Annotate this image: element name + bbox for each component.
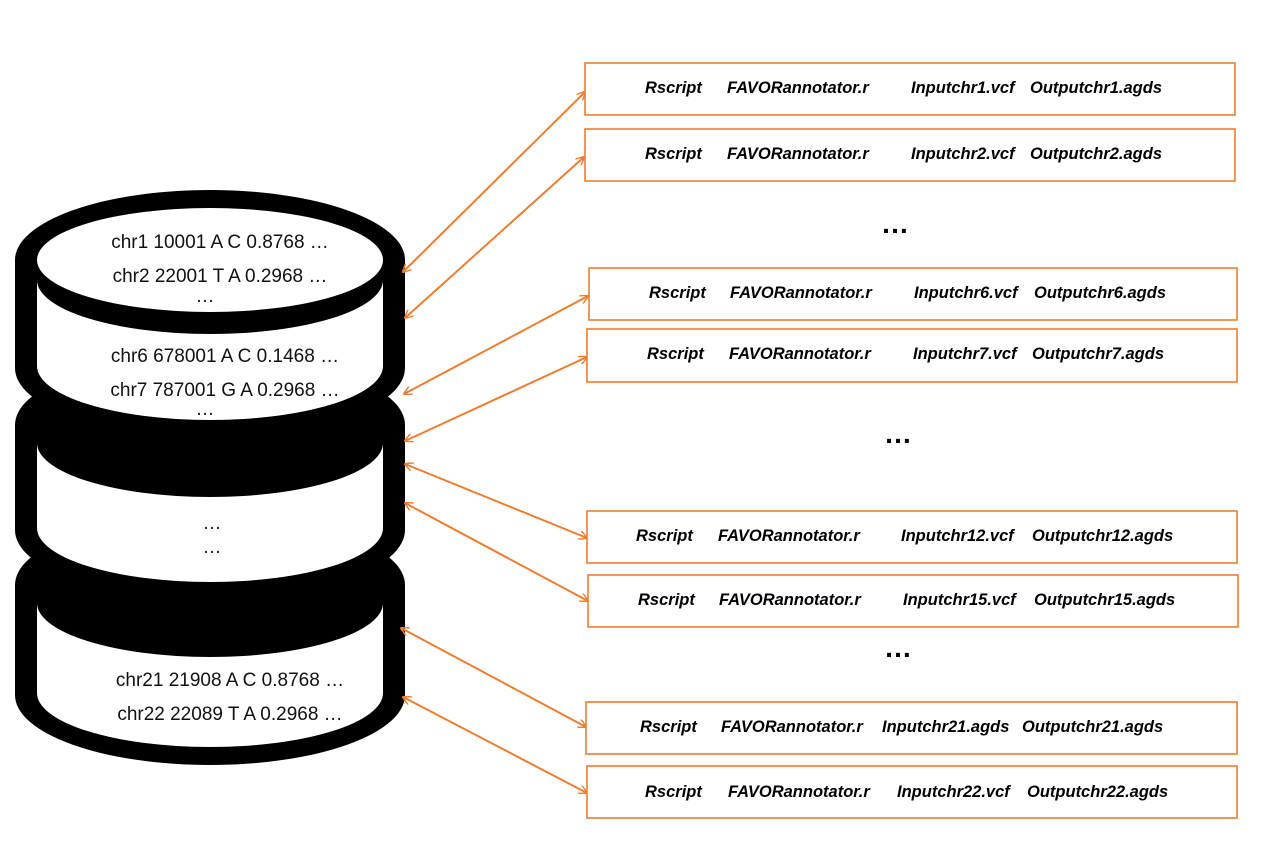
arrow-chr21 bbox=[401, 628, 586, 727]
cmd-rscript: Rscript bbox=[645, 79, 703, 97]
commands-ellipsis-1: … bbox=[881, 208, 909, 239]
arrow-chr22 bbox=[403, 697, 587, 793]
cmd-output: Outputchr21.agds bbox=[1022, 718, 1163, 736]
cmd-input: Inputchr1.vcf bbox=[911, 79, 1016, 97]
cmd-rscript: Rscript bbox=[645, 783, 703, 801]
commands-ellipsis-3: … bbox=[884, 632, 912, 663]
command-box-chr2: Rscript FAVORannotator.r Inputchr2.vcf O… bbox=[584, 128, 1236, 182]
command-box-chr21: Rscript FAVORannotator.r Inputchr21.agds… bbox=[585, 701, 1238, 755]
cmd-output: Outputchr6.agds bbox=[1034, 284, 1166, 302]
cmd-script: FAVORannotator.r bbox=[728, 783, 871, 801]
command-box-chr15: Rscript FAVORannotator.r Inputchr15.vcf … bbox=[587, 574, 1239, 628]
cmd-output: Outputchr15.agds bbox=[1034, 591, 1175, 609]
db-ellipsis-4: … bbox=[203, 537, 222, 558]
db-ellipsis-2: … bbox=[196, 399, 215, 420]
cmd-rscript: Rscript bbox=[645, 145, 703, 163]
cmd-rscript: Rscript bbox=[636, 527, 694, 545]
db-row-chr1: chr1 10001 A C 0.8768 … bbox=[111, 232, 329, 253]
command-box-chr6: Rscript FAVORannotator.r Inputchr6.vcf O… bbox=[588, 267, 1238, 321]
cmd-input: Inputchr12.vcf bbox=[901, 527, 1015, 545]
cmd-script: FAVORannotator.r bbox=[721, 718, 864, 736]
cmd-script: FAVORannotator.r bbox=[730, 284, 873, 302]
database-top-face bbox=[37, 208, 383, 312]
command-box-chr12: Rscript FAVORannotator.r Inputchr12.vcf … bbox=[586, 510, 1238, 564]
cmd-rscript: Rscript bbox=[640, 718, 698, 736]
cmd-rscript: Rscript bbox=[649, 284, 707, 302]
command-box-chr22: Rscript FAVORannotator.r Inputchr22.vcf … bbox=[586, 765, 1238, 819]
cmd-input: Inputchr2.vcf bbox=[911, 145, 1016, 163]
arrow-chr6 bbox=[404, 296, 588, 394]
command-box-chr1: Rscript FAVORannotator.r Inputchr1.vcf O… bbox=[584, 62, 1236, 116]
cmd-script: FAVORannotator.r bbox=[718, 527, 861, 545]
db-ellipsis-1: … bbox=[196, 286, 215, 307]
arrows bbox=[401, 92, 588, 793]
arrow-chr12 bbox=[405, 464, 587, 538]
cmd-output: Outputchr7.agds bbox=[1032, 345, 1164, 363]
cmd-script: FAVORannotator.r bbox=[729, 345, 872, 363]
db-row-chr2: chr2 22001 T A 0.2968 … bbox=[113, 266, 328, 287]
commands-ellipsis-2: … bbox=[884, 418, 912, 449]
cmd-input: Inputchr6.vcf bbox=[914, 284, 1019, 302]
cmd-input: Inputchr7.vcf bbox=[913, 345, 1018, 363]
arrow-chr2 bbox=[405, 157, 584, 318]
db-row-chr22: chr22 22089 T A 0.2968 … bbox=[117, 704, 342, 725]
db-ellipsis-3: … bbox=[203, 513, 222, 534]
cmd-script: FAVORannotator.r bbox=[727, 79, 870, 97]
cmd-rscript: Rscript bbox=[638, 591, 696, 609]
cmd-output: Outputchr2.agds bbox=[1030, 145, 1162, 163]
stacked-database-icon: chr1 10001 A C 0.8768 … chr2 22001 T A 0… bbox=[15, 190, 405, 765]
cmd-input: Inputchr15.vcf bbox=[903, 591, 1017, 609]
command-box-chr7: Rscript FAVORannotator.r Inputchr7.vcf O… bbox=[586, 328, 1238, 383]
cmd-output: Outputchr12.agds bbox=[1032, 527, 1173, 545]
cmd-rscript: Rscript bbox=[647, 345, 705, 363]
cmd-input: Inputchr22.vcf bbox=[897, 783, 1011, 801]
arrow-chr15 bbox=[405, 503, 588, 601]
db-row-chr7: chr7 787001 G A 0.2968 … bbox=[110, 380, 339, 401]
db-row-chr6: chr6 678001 A C 0.1468 … bbox=[111, 346, 339, 367]
cmd-script: FAVORannotator.r bbox=[727, 145, 870, 163]
arrow-chr7 bbox=[405, 357, 587, 441]
cmd-script: FAVORannotator.r bbox=[719, 591, 862, 609]
database-section-top bbox=[15, 190, 405, 438]
cmd-input: Inputchr21.agds bbox=[882, 718, 1009, 736]
cmd-output: Outputchr22.agds bbox=[1027, 783, 1168, 801]
cmd-output: Outputchr1.agds bbox=[1030, 79, 1162, 97]
db-row-chr21: chr21 21908 A C 0.8768 … bbox=[116, 670, 344, 691]
